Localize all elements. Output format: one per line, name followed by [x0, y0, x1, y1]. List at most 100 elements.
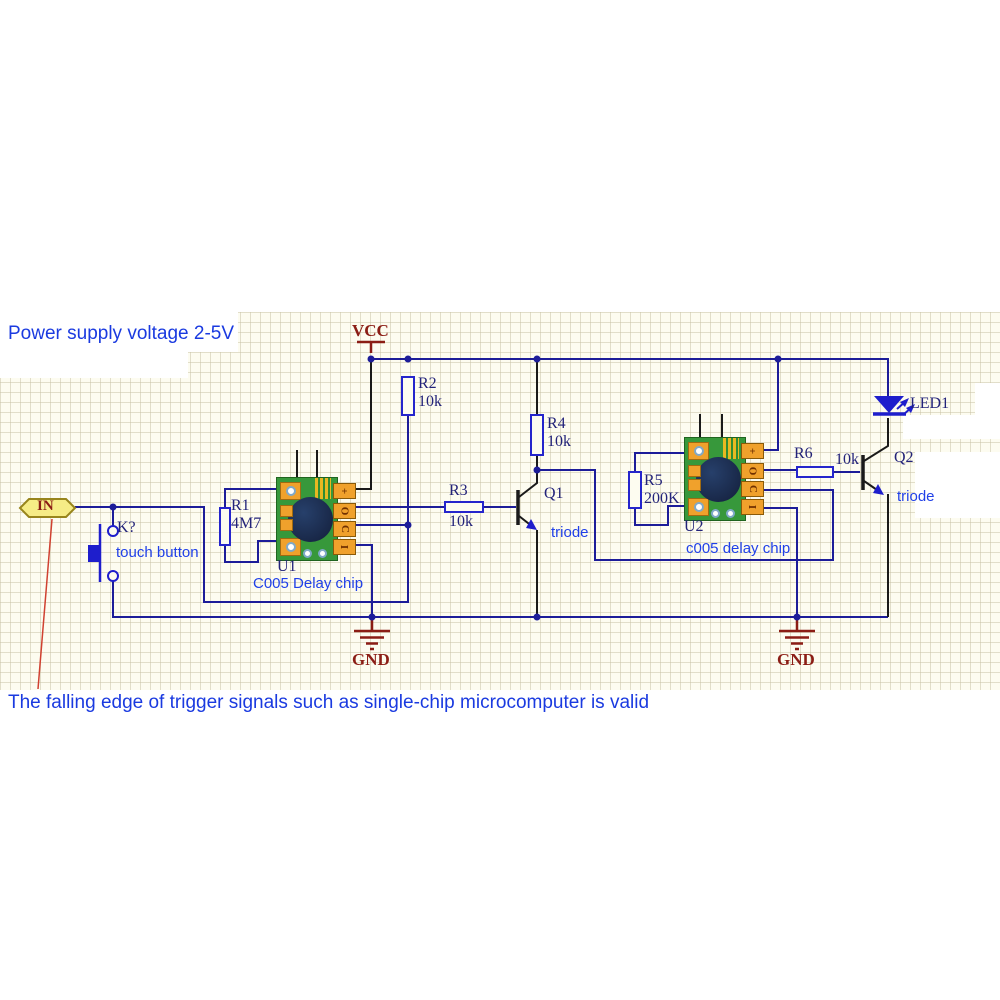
power-symbol-layer [354, 340, 815, 651]
gnd-label-left: GND [352, 650, 390, 669]
r6-value: 10k [835, 451, 859, 468]
resistor-r3-body [444, 501, 484, 513]
q2-designator: Q2 [894, 449, 914, 466]
r1-value: 4M7 [231, 515, 262, 532]
switch-button [88, 545, 100, 562]
transistor-q2-body [863, 418, 889, 617]
gnd-symbol-right [779, 617, 815, 651]
resistor-layer [219, 376, 834, 546]
u2-pad-ctrl: C [741, 481, 764, 497]
u1-pad-out: O [333, 503, 356, 519]
resistor-r2-body [401, 376, 415, 416]
u1-edge-stripes [315, 478, 331, 499]
led1-triangle [874, 396, 904, 413]
u2-bottom-hole [726, 509, 735, 518]
u2-pad-plus: + [741, 443, 764, 459]
u1-smd-pad [280, 505, 293, 517]
in-port-label: IN [37, 498, 54, 514]
wire-q1c-to-u2c [537, 469, 834, 561]
resistor-r5-body [628, 471, 642, 509]
u2-pad-label: + [746, 447, 759, 455]
wire-r5-u2 [634, 452, 686, 526]
wire-r2-trigger-net [75, 415, 409, 603]
u2-hole-pad [688, 442, 709, 460]
r1-designator: R1 [231, 497, 250, 514]
trigger-edge-note: The falling edge of trigger signals such… [8, 692, 650, 713]
u1-bottom-hole [318, 549, 327, 558]
u2-epoxy-blob [696, 457, 741, 502]
u2-hole-pad [688, 498, 709, 516]
white-patch [915, 452, 1000, 518]
r5-value: 200K [644, 490, 680, 507]
wire-u2-i-to-gnd [762, 507, 798, 617]
u1-smd-pad [280, 519, 293, 531]
vcc-label: VCC [352, 321, 389, 340]
u1-hole-pad [280, 482, 301, 500]
k1-note: touch button [116, 544, 199, 561]
u2-pad-label: C [746, 485, 759, 493]
wire-vcc-to-u1-plus [354, 361, 372, 490]
pad-hole [286, 486, 296, 496]
u1-hole-pad [280, 538, 301, 556]
u1-epoxy-blob [288, 497, 333, 542]
r5-designator: R5 [644, 472, 663, 489]
u1-chip-module: + O C I [276, 477, 356, 561]
q1-emitter-arrow [526, 519, 537, 530]
in-port-shape [18, 498, 77, 518]
wire-layer [75, 358, 889, 618]
u2-chip-module: + O C I [684, 437, 764, 521]
blue-symbol-layer [88, 396, 915, 582]
wire-vcc-rail [371, 358, 889, 396]
gnd-label-right: GND [777, 650, 815, 669]
gnd-symbol-left [354, 617, 390, 651]
wire-u1-i-to-gnd [354, 544, 373, 617]
wire-u2-o-to-r6 [762, 469, 860, 473]
u2-pad-out: O [741, 463, 764, 479]
u1-pad-plus: + [333, 483, 356, 499]
junction-dots [109, 355, 801, 621]
u2-smd-pad [688, 479, 701, 491]
white-patch [0, 350, 188, 378]
u1-designator: U1 [277, 558, 297, 575]
resistor-r6-body [796, 466, 834, 478]
u2-smd-pad [688, 465, 701, 477]
led1-designator: LED1 [910, 395, 950, 412]
u2-pad-label: I [746, 504, 759, 510]
u2-bottom-hole [711, 509, 720, 518]
r2-value: 10k [418, 393, 442, 410]
r6-designator: R6 [794, 445, 813, 462]
led1-ray-arrowhead [906, 404, 915, 413]
switch-terminal [107, 525, 119, 537]
q1-note: triode [551, 524, 589, 541]
power-supply-note: Power supply voltage 2-5V [8, 323, 235, 344]
switch-terminal [107, 570, 119, 582]
pad-hole [286, 542, 296, 552]
white-patch [975, 383, 1000, 415]
q2-note: triode [897, 488, 935, 505]
r3-value: 10k [449, 513, 473, 530]
r4-value: 10k [547, 433, 571, 450]
r3-designator: R3 [449, 482, 468, 499]
u1-note: C005 Delay chip [253, 575, 364, 592]
u1-bottom-hole [303, 549, 312, 558]
wire-r1-u1 [224, 488, 277, 563]
resistor-r1-body [219, 507, 231, 546]
u2-pad-in: I [741, 499, 764, 515]
u1-pad-in: I [333, 539, 356, 555]
q2-emitter-arrow [873, 484, 884, 495]
white-patch [0, 310, 238, 352]
wire-u2-plus-vcc [762, 359, 779, 451]
u1-pad-label: + [338, 487, 351, 495]
q1-designator: Q1 [544, 485, 564, 502]
r4-designator: R4 [547, 415, 566, 432]
pad-hole [694, 446, 704, 456]
k1-designator: K? [117, 519, 136, 536]
u1-pad-label: I [338, 544, 351, 550]
u1-top-pins [296, 450, 318, 478]
pad-hole [694, 502, 704, 512]
u1-pad-ctrl: C [333, 521, 356, 537]
u1-pad-label: O [338, 506, 351, 516]
resistor-r4-body [530, 414, 544, 456]
